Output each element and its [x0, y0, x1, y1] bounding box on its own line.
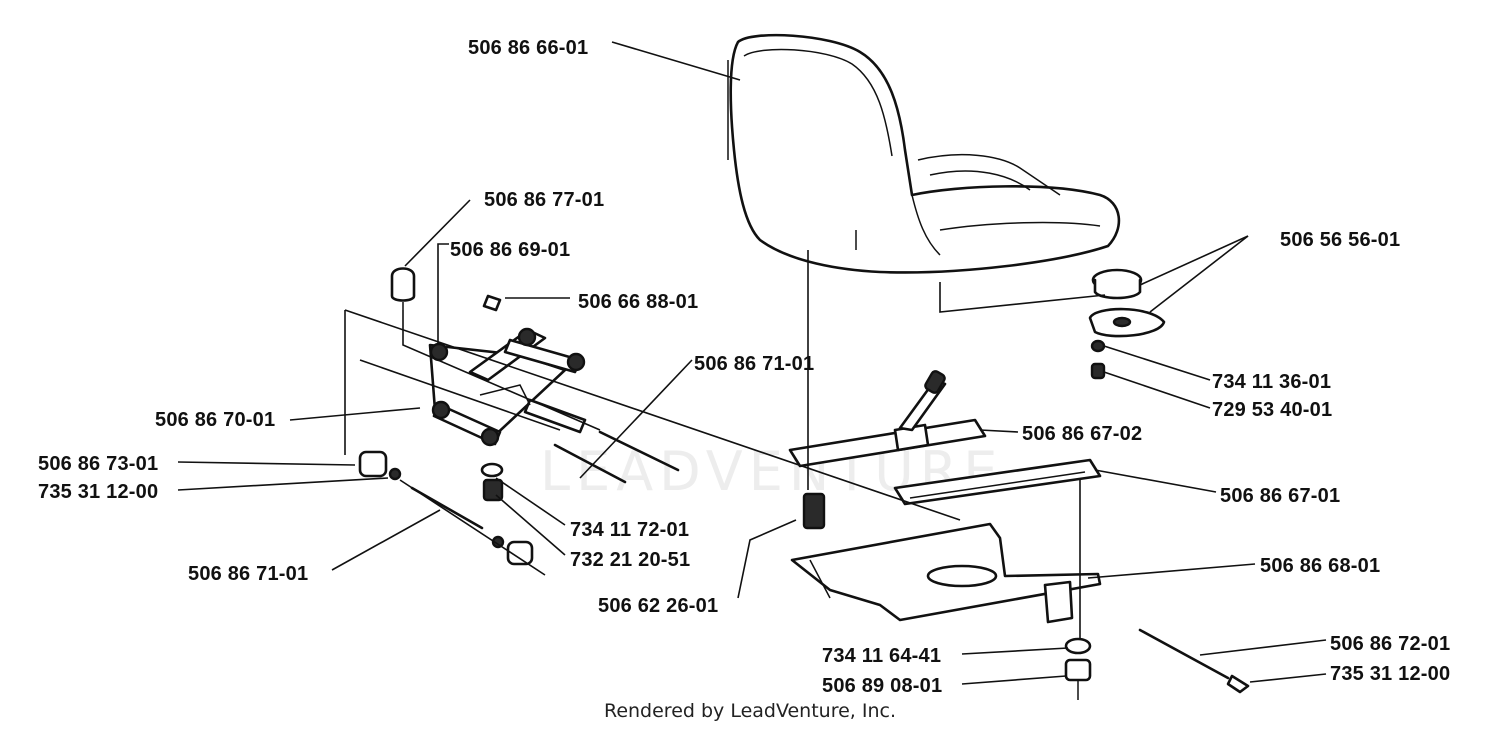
- leader-lines: [177, 41, 1327, 685]
- knob-part: [390, 267, 416, 310]
- clip-part: [482, 294, 502, 312]
- part-label-slide-lower: 506 86 67-01: [1220, 485, 1341, 507]
- part-label-pin: 506 86 72-01: [1330, 633, 1451, 655]
- part-label-washer: 734 11 72-01: [570, 519, 690, 541]
- part-label-nut: 732 21 20-51: [570, 549, 691, 571]
- part-label-clip: 506 66 88-01: [578, 291, 699, 313]
- part-label-plate: 506 86 68-01: [1260, 555, 1381, 577]
- slide-rail-lower-part: [893, 458, 1102, 506]
- rendered-by-footer: Rendered by LeadVenture, Inc.: [603, 700, 897, 722]
- mounting-plate-part: [790, 522, 1102, 624]
- part-label-rubber-mount: 506 56 56-01: [1280, 229, 1401, 251]
- seat-bolt-part: [802, 492, 826, 530]
- part-label-washer-left: 735 31 12-00: [38, 481, 159, 503]
- part-label-shaft-lower: 506 86 71-01: [188, 563, 309, 585]
- part-label-bolt: 506 62 26-01: [598, 595, 719, 617]
- part-label-clip-right: 735 31 12-00: [1330, 663, 1451, 685]
- part-label-slide-upper: 506 86 67-02: [1022, 423, 1143, 445]
- rubber-mount-part: [1088, 268, 1166, 380]
- part-label-washer-right: 734 11 36-01: [1212, 371, 1332, 393]
- seat-part: [727, 33, 1121, 274]
- slide-rail-upper-part: [788, 370, 987, 468]
- part-label-washer-bottom: 734 11 64-41: [822, 645, 942, 667]
- assembly-lines: [344, 250, 1106, 640]
- part-label-frame: 506 86 70-01: [155, 409, 276, 431]
- part-label-shaft-upper: 506 86 71-01: [694, 353, 815, 375]
- hardware-parts: [358, 450, 1092, 700]
- pin-part: [1138, 628, 1250, 694]
- part-label-knob: 506 86 77-01: [484, 189, 605, 211]
- part-label-nut-bottom: 506 89 08-01: [822, 675, 943, 697]
- part-label-frame-bracket: 506 86 69-01: [450, 239, 571, 261]
- seat-frame-part: [428, 327, 587, 447]
- part-label-screw-right: 729 53 40-01: [1212, 399, 1333, 421]
- part-label-seat: 506 86 66-01: [468, 37, 589, 59]
- part-label-bushing: 506 86 73-01: [38, 453, 159, 475]
